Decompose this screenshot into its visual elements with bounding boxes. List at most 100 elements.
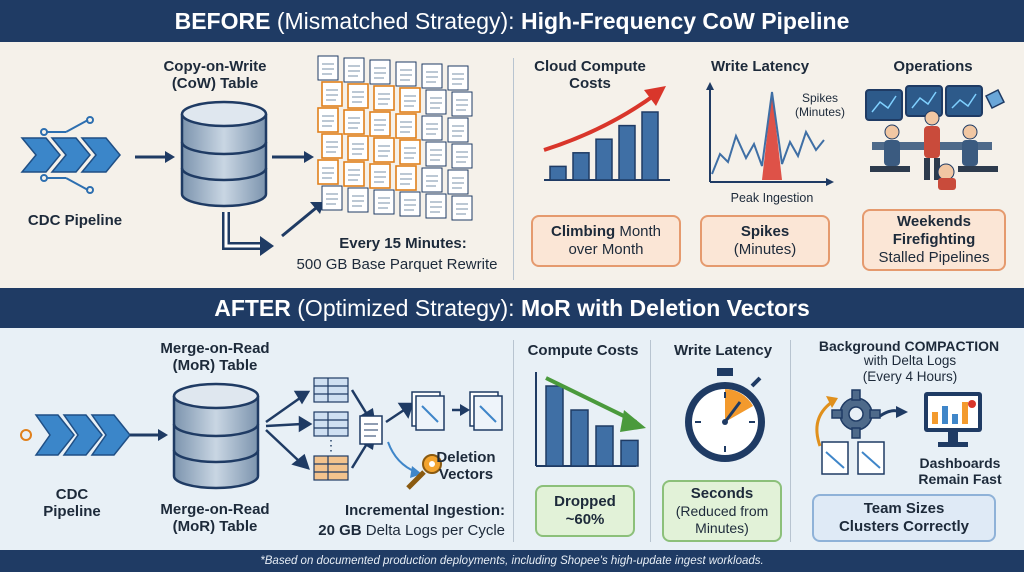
compute-box-rest: Month over Month — [568, 223, 662, 258]
ops-title: Operations — [893, 58, 973, 75]
team-box: Team Sizes Clusters Correctly — [812, 494, 996, 542]
parquet-file — [425, 141, 447, 167]
trend-arrow-head — [644, 86, 666, 106]
parquet-file — [321, 185, 343, 211]
deletion-vectors-label: Deletion Vectors — [436, 449, 496, 484]
parquet-file — [399, 87, 421, 113]
latency-box-rest: (Minutes) — [733, 241, 797, 258]
compute-drop-box: Dropped ~60% — [535, 485, 635, 537]
firefighting-team-icon — [865, 85, 1006, 190]
rewrite-detail: 500 GB Base Parquet Rewrite — [296, 256, 498, 273]
parquet-file — [343, 109, 365, 135]
bar — [618, 124, 636, 181]
rewrite-arrow-icon — [222, 212, 274, 256]
latency-seconds-box: Seconds (Reduced from Minutes) — [662, 480, 782, 542]
bar — [620, 439, 639, 467]
banner-bold2: MoR with Deletion Vectors — [520, 294, 810, 321]
parquet-file — [451, 195, 473, 221]
parquet-file — [343, 57, 365, 83]
mor-table-top-label: Merge-on-Read (MoR) Table — [160, 340, 270, 375]
before-banner: BEFORE (Mismatched Strategy): High-Frequ… — [0, 0, 1024, 42]
bar — [572, 152, 590, 181]
bar — [549, 165, 567, 181]
latency-annotation: Spikes (Minutes) — [794, 91, 845, 119]
parquet-file — [347, 135, 369, 161]
cdc-label: CDC Pipeline — [43, 486, 101, 521]
ingest-detail-rest: Delta Logs per Cycle — [361, 522, 505, 539]
arrow-right-icon — [272, 151, 314, 163]
parquet-file — [425, 193, 447, 219]
parquet-file — [321, 81, 343, 107]
parquet-file — [373, 189, 395, 215]
peak-ingestion-label: Peak Ingestion — [730, 191, 814, 205]
parquet-file — [425, 89, 447, 115]
parquet-file — [399, 191, 421, 217]
compaction-gear-icon — [815, 389, 908, 475]
parquet-file — [369, 59, 391, 85]
compute-box: Climbing Month over Month — [531, 215, 681, 267]
bar — [545, 385, 564, 467]
parquet-file — [451, 143, 473, 169]
before-panel — [0, 42, 1024, 288]
after-banner: AFTER (Optimized Strategy): MoR with Del… — [0, 288, 1024, 328]
parquet-file — [395, 113, 417, 139]
parquet-file — [347, 187, 369, 213]
divider — [650, 340, 651, 542]
parquet-file — [451, 91, 473, 117]
compute-cost-drop-chart — [535, 372, 646, 467]
parquet-file — [399, 139, 421, 165]
compute-title: Cloud Compute Costs — [534, 58, 646, 93]
parquet-files-grid — [317, 55, 473, 221]
parquet-file — [369, 163, 391, 189]
rewrite-title: Every 15 Minutes: — [339, 235, 467, 252]
arrow-up-right-icon — [281, 202, 324, 238]
ingest-title: Incremental Ingestion: — [344, 502, 505, 519]
latency-box: Spikes (Minutes) — [700, 215, 830, 267]
trend-arrow — [543, 92, 658, 152]
latency-spike-chart — [706, 82, 834, 186]
ingest-detail: 20 GB Delta Logs per Cycle — [268, 522, 505, 539]
banner-normal: (Optimized Strategy): — [290, 294, 521, 321]
cdc-pipeline-icon — [20, 414, 131, 456]
compute-cost-chart — [543, 86, 670, 181]
compute-box-bold: Climbing — [550, 223, 616, 240]
cdc-pipeline-icon — [20, 116, 121, 194]
parquet-file — [317, 107, 339, 133]
parquet-file — [447, 65, 469, 91]
bar — [570, 409, 589, 467]
compute-costs-title: Compute Costs — [527, 342, 639, 359]
ops-box-bold: Weekends Firefighting — [892, 213, 976, 248]
parquet-file — [373, 85, 395, 111]
parquet-file — [395, 165, 417, 191]
divider — [790, 340, 791, 542]
trend-arrow-head — [620, 410, 646, 432]
parquet-file — [321, 133, 343, 159]
parquet-file — [447, 169, 469, 195]
parquet-file — [421, 167, 443, 193]
latency-after-title: Write Latency — [673, 342, 773, 359]
parquet-file — [373, 137, 395, 163]
parquet-file — [317, 159, 339, 185]
database-icon — [172, 382, 260, 490]
parquet-file — [447, 117, 469, 143]
trend-arrow — [545, 376, 637, 424]
banner-bold2: High-Frequency CoW Pipeline — [520, 7, 850, 34]
banner-bold: AFTER — [214, 294, 291, 321]
cdc-label: CDC Pipeline — [27, 212, 123, 229]
ops-box: Weekends Firefighting Stalled Pipelines — [862, 209, 1006, 271]
parquet-file — [395, 61, 417, 87]
parquet-file — [421, 63, 443, 89]
dashboard-monitor-icon — [924, 392, 982, 447]
latency-box-bold: Seconds — [690, 485, 754, 503]
arrow-right-icon — [135, 151, 175, 163]
parquet-file — [369, 111, 391, 137]
latency-title: Write Latency — [710, 58, 810, 75]
divider — [513, 340, 514, 542]
parquet-file — [343, 161, 365, 187]
database-icon — [180, 100, 268, 208]
svg-text:⋮: ⋮ — [324, 437, 338, 453]
ops-box-rest: Stalled Pipelines — [878, 249, 990, 266]
bar — [595, 138, 613, 181]
compaction-title: Background COMPACTION — [818, 338, 1000, 354]
banner-normal: (Mismatched Strategy): — [270, 7, 521, 34]
